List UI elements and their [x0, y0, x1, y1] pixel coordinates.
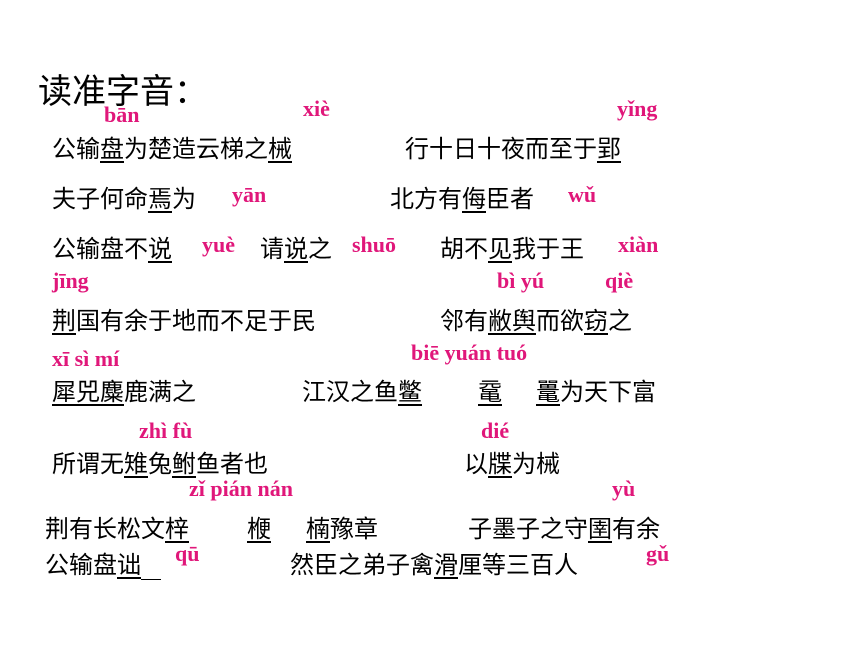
pinyin-jing: jīng	[52, 268, 89, 293]
sentence-8b: 然臣之弟子禽滑厘等三百人	[290, 551, 578, 579]
target-char-ying: 郢	[597, 135, 621, 163]
sentence-3a: 公输盘不说	[52, 235, 172, 263]
sentence-3b: 请说之	[260, 235, 332, 263]
pinyin-yan: yān	[232, 182, 267, 207]
target-char-shuo-yue: 说	[148, 235, 172, 263]
pinyin-ban: bān	[104, 102, 140, 127]
target-char-pian: 楩	[247, 515, 271, 543]
pinyin-shuo: shuō	[352, 232, 397, 257]
pinyin-zhifu: zhì fù	[139, 418, 193, 443]
sentence-3c: 胡不见我于王	[440, 235, 584, 263]
pinyin-gu: gǔ	[646, 541, 670, 566]
pinyin-bieyuantuo: biē yuán tuó	[411, 340, 528, 365]
sentence-5b: 江汉之鱼鳖	[302, 378, 422, 406]
page-title: 读准字音：	[38, 72, 208, 112]
pinyin-biyu: bì yú	[497, 268, 545, 293]
target-char-tuo: 鼍	[536, 378, 560, 406]
sentence-7b: 楠豫章	[306, 515, 378, 543]
pinyin-xie: xiè	[303, 96, 330, 121]
target-char-yu: 圉	[588, 515, 612, 543]
pinyin-die: dié	[481, 418, 510, 443]
target-char-bie: 鳖	[398, 378, 422, 406]
pinyin-xian: xiàn	[618, 232, 659, 257]
sentence-5c: 鼍为天下富	[536, 378, 656, 406]
pinyin-yu: yù	[612, 476, 636, 501]
sentence-6a: 所谓无雉兔鲋鱼者也	[52, 450, 268, 478]
pinyin-zipiannan: zǐ pián nán	[189, 476, 293, 501]
target-char-pan: 盘	[100, 135, 124, 163]
sentence-8a: 公输盘诎	[45, 545, 161, 580]
target-char-xian: 见	[488, 235, 512, 263]
target-char-gu: 滑	[434, 551, 458, 579]
pinyin-yue: yuè	[202, 232, 235, 257]
target-char-biyu: 敝舆	[488, 307, 536, 335]
sentence-7c: 子墨子之守圉有余	[468, 515, 660, 543]
target-char-nan: 楠	[306, 515, 330, 543]
underline-blank	[141, 551, 161, 580]
target-char-yuan: 鼋	[478, 378, 502, 406]
sentence-5a: 犀兕麋鹿满之	[52, 378, 196, 406]
target-char-qu: 诎	[117, 551, 141, 579]
pinyin-qie: qiè	[605, 268, 634, 293]
sentence-4a: 荆国有余于地而不足于民	[52, 307, 316, 335]
pinyin-qu: qū	[175, 541, 200, 566]
target-char-die: 牒	[488, 450, 512, 478]
target-char-yan: 焉	[148, 185, 172, 213]
sentence-7a: 荆有长松文梓	[45, 515, 189, 543]
target-char-zhi: 雉	[124, 450, 148, 478]
target-char-wu: 侮	[462, 185, 486, 213]
sentence-2a: 夫子何命焉为	[52, 185, 196, 213]
target-char-xie: 械	[268, 135, 292, 163]
target-char-xisimi: 犀兕麋	[52, 378, 124, 406]
sentence-4b: 邻有敝舆而欲窃之	[440, 307, 632, 335]
sentence-1a: 公输盘为楚造云梯之械	[52, 135, 292, 163]
target-char-jing: 荆	[52, 307, 76, 335]
target-char-zi: 梓	[165, 515, 189, 543]
pinyin-ying: yǐng	[617, 96, 658, 121]
target-char-shuo: 说	[284, 235, 308, 263]
sentence-1b: 行十日十夜而至于郢	[405, 135, 621, 163]
sentence-6b: 以牒为械	[464, 450, 560, 478]
target-char-fu: 鲋	[172, 450, 196, 478]
pinyin-xisimi: xī sì mí	[52, 346, 120, 371]
pinyin-wu: wǔ	[568, 182, 597, 207]
sentence-2b: 北方有侮臣者	[390, 185, 534, 213]
target-char-qie: 窃	[584, 307, 608, 335]
